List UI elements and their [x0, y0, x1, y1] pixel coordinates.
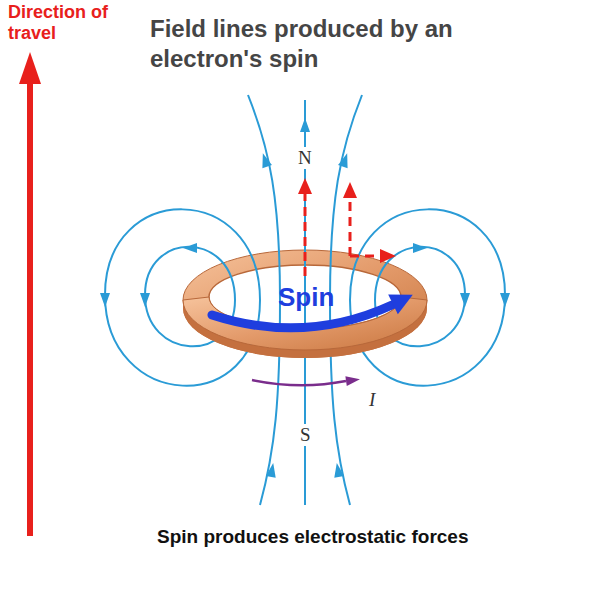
field-arrowheads: [100, 118, 510, 478]
caption: Spin produces electrostatic forces: [157, 526, 469, 548]
field-lines: [105, 95, 505, 505]
current-label: I: [367, 389, 377, 411]
spin-label: Spin: [278, 282, 334, 313]
direction-label: Direction of travel: [8, 2, 133, 43]
moment-arrowheads: [298, 178, 396, 263]
title: Field lines produced by an electron's sp…: [150, 14, 520, 74]
current-arrow: [252, 374, 361, 386]
pole-label: S: [297, 424, 314, 446]
travel-arrow: [19, 52, 41, 536]
pole-label: N: [295, 147, 315, 169]
moment-arrows: [305, 192, 382, 276]
